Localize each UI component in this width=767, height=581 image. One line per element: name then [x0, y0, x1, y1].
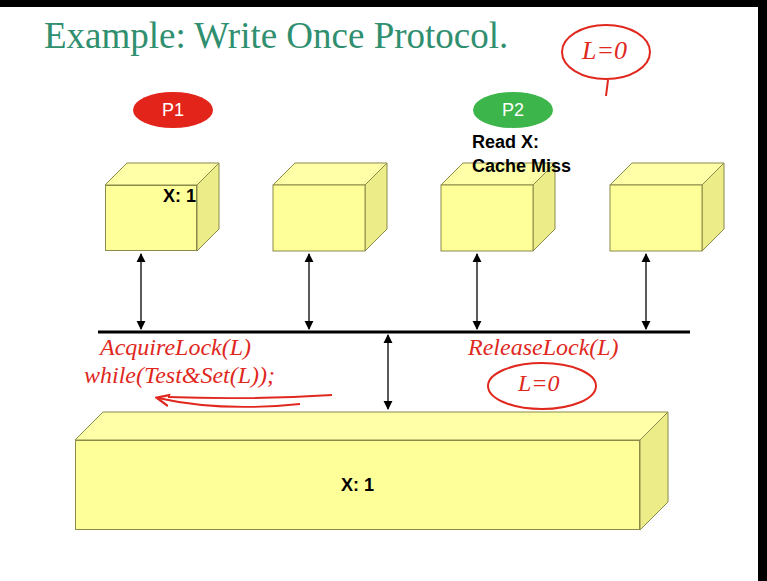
- memory-block: [75, 412, 668, 530]
- node-text: X: 1: [163, 186, 196, 207]
- node-text: X: 1: [341, 475, 374, 496]
- processor-oval: P2: [473, 92, 553, 128]
- node-text: P2: [502, 100, 524, 121]
- hand-arrow: [158, 398, 300, 407]
- hand-circle: [562, 25, 650, 79]
- processor-oval: P1: [133, 92, 213, 128]
- memory-box: X: 1: [75, 440, 640, 530]
- hand-circle: [488, 363, 596, 409]
- handwritten-code: AcquireLock(L): [100, 334, 251, 361]
- slide-title: Example: Write Once Protocol.: [44, 14, 508, 57]
- frame-bar: [0, 0, 767, 7]
- node-text: P1: [162, 100, 184, 121]
- handwritten-code: ReleaseLock(L): [468, 334, 619, 361]
- handwritten-note: L=0: [518, 370, 560, 397]
- handwritten-note: L=0: [582, 36, 627, 66]
- hand-stroke: [606, 80, 608, 96]
- frame-bar: [758, 0, 767, 581]
- event-note: Read X: Cache Miss: [472, 130, 584, 179]
- cache-cube: [610, 163, 724, 251]
- cache-cube: [273, 163, 387, 251]
- cache-box: X: 1: [105, 185, 197, 251]
- hand-underline: [168, 395, 332, 398]
- handwritten-code: while(Test&Set(L));: [84, 362, 275, 389]
- cache-cube: [105, 163, 219, 251]
- bus-line: [98, 331, 690, 334]
